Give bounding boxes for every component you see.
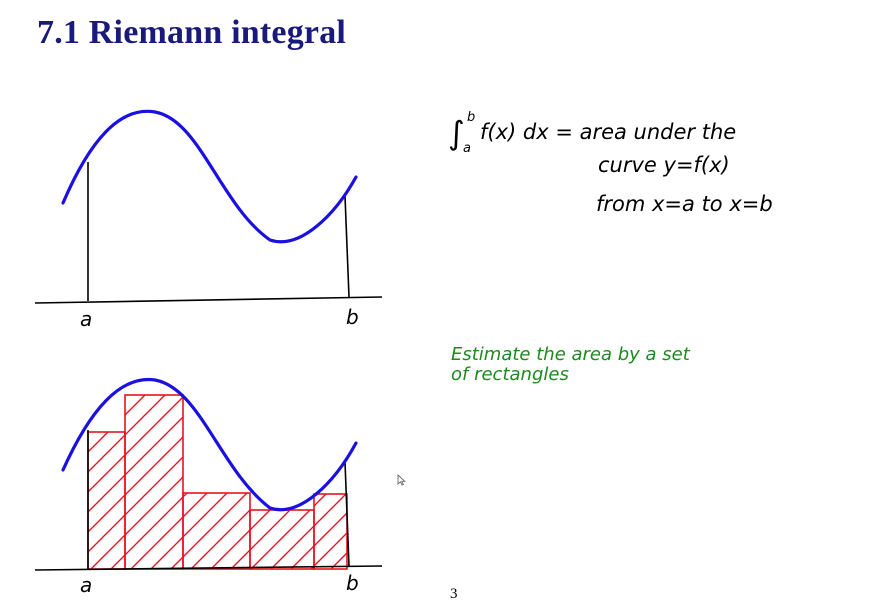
estimate-line-2: of rectangles — [451, 364, 569, 385]
definition-line-2: curve y=f(x) — [598, 153, 730, 177]
rectangle-2 — [124, 394, 184, 570]
rectangle-5 — [313, 493, 348, 570]
estimate-note: Estimate the area by a set of rectangles — [451, 344, 691, 385]
rectangle-4 — [249, 509, 315, 570]
top-x-axis — [34, 296, 383, 304]
bottom-line-at-b — [344, 461, 350, 567]
estimate-line-1: Estimate the area by a set — [451, 344, 691, 365]
top-label-a: a — [80, 307, 92, 331]
definition-line-1: f(x) dx = area under the — [480, 120, 736, 144]
top-line-at-b — [344, 195, 350, 298]
top-label-b: b — [346, 305, 359, 329]
page-number: 3 — [450, 586, 458, 602]
bottom-x-axis — [34, 565, 383, 571]
integral-sign: ∫ — [448, 114, 465, 152]
top-graph: a b — [34, 109, 383, 331]
riemann-rectangles — [87, 394, 348, 570]
mouse-pointer-icon — [397, 474, 406, 486]
bottom-label-a: a — [80, 573, 92, 597]
rectangle-3 — [182, 492, 251, 570]
slide-title: 7.1 Riemann integral — [37, 14, 347, 51]
integral-upper-limit: b — [467, 110, 475, 125]
bottom-label-b: b — [346, 571, 359, 595]
definition-line-3: from x=a to x=b — [596, 192, 773, 216]
bottom-graph: a b — [34, 377, 383, 597]
rectangle-1 — [87, 431, 126, 570]
top-curve — [61, 109, 358, 244]
definition-note: ∫ b a f(x) dx = area under the curve y=f… — [448, 110, 773, 216]
integral-lower-limit: a — [463, 141, 471, 156]
bottom-curve — [61, 377, 358, 512]
